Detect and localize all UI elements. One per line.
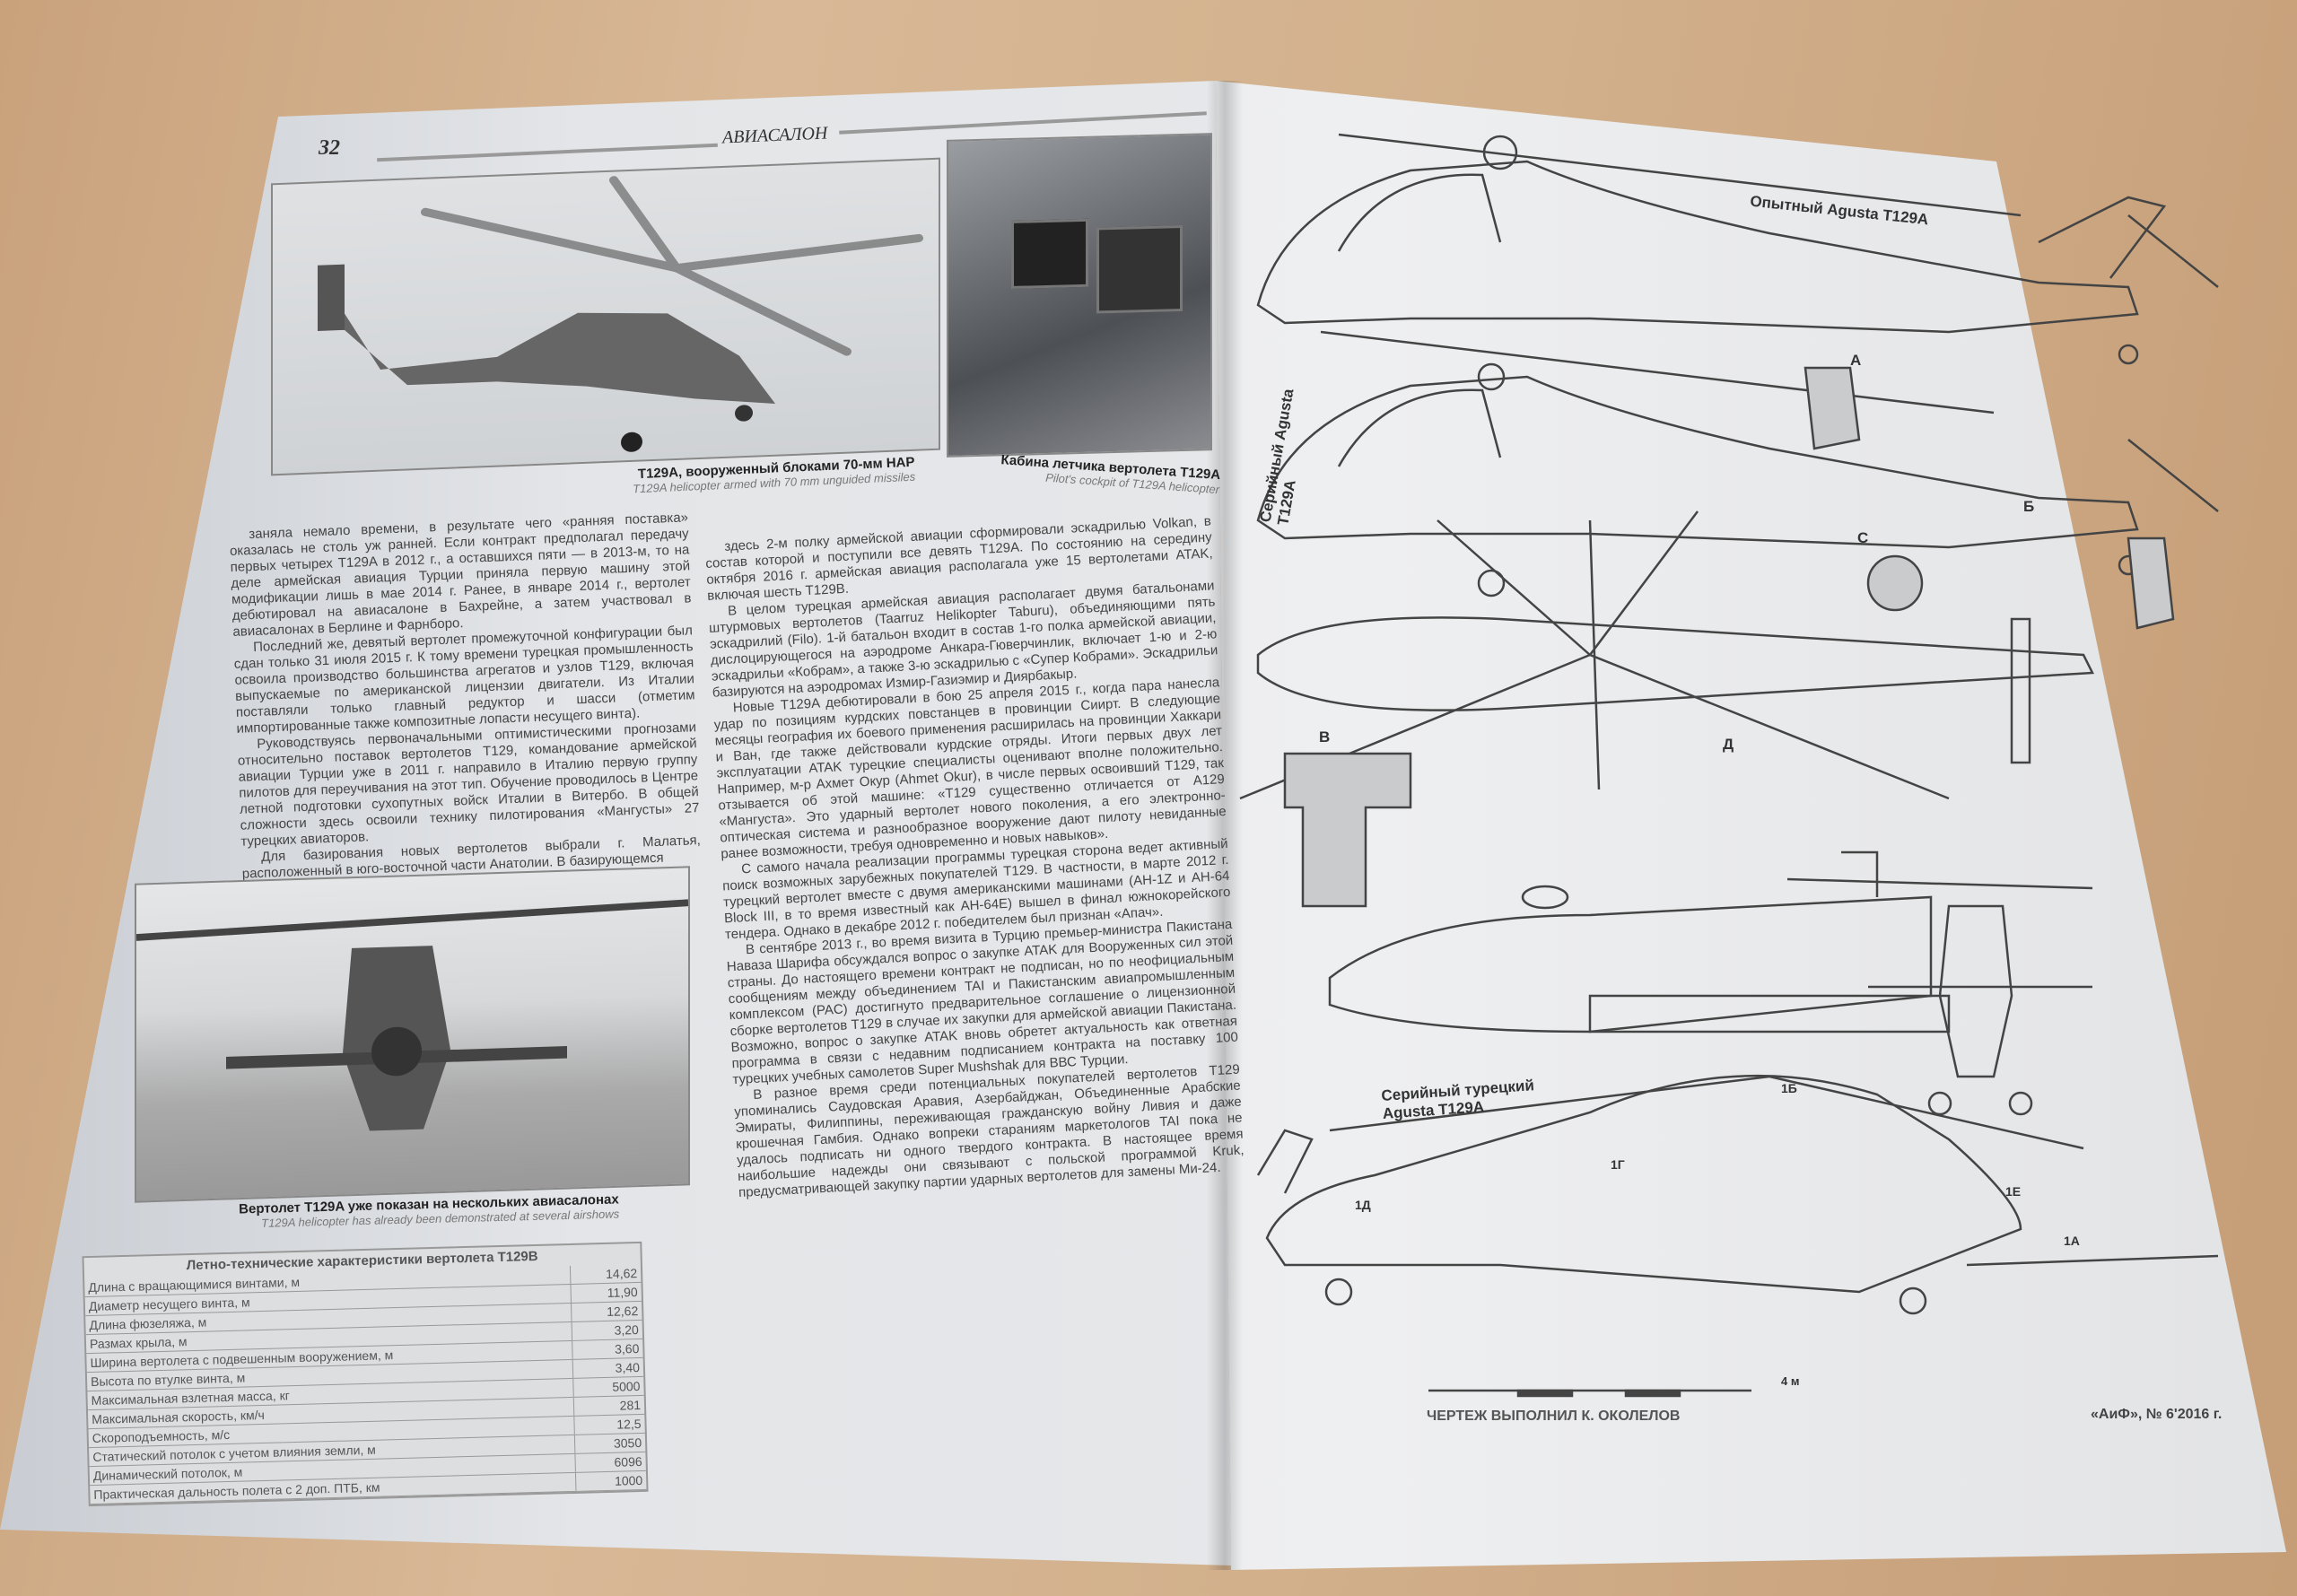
detail-letter: Б (2023, 498, 2035, 515)
drawing-credit: ЧЕРТЕЖ ВЫПОЛНИЛ К. ОКОЛЕЛОВ (1427, 1408, 1681, 1424)
section-mark: 1Б (1781, 1081, 1797, 1095)
paragraph: Последний же, девятый вертолет промежуто… (233, 623, 695, 737)
scale-bar (1428, 1389, 1751, 1398)
issue-number: «АиФ», № 6'2016 г. (2091, 1407, 2223, 1422)
prototype-side-view (1256, 133, 2219, 391)
paragraph: Руководствуясь первоначальными оптимисти… (237, 720, 700, 850)
detail-letter: Д (1723, 736, 1734, 753)
underside-view (1328, 850, 1951, 1033)
section-mark: 1Е (2005, 1184, 2022, 1199)
helicopter-silhouette (318, 176, 923, 452)
spec-value: 14,62 (570, 1263, 642, 1285)
paragraph: Новые T129A дебютировали в бою 25 апреля… (713, 675, 1227, 862)
cockpit-display (1096, 224, 1183, 314)
article-column-1: заняла немало времени, в результате чего… (229, 510, 702, 882)
spec-value: 11,90 (570, 1282, 642, 1304)
top-view (1239, 366, 2175, 908)
section-mark: 1А (2064, 1234, 2080, 1248)
spec-value: 1000 (575, 1470, 647, 1492)
spec-value: 12,5 (573, 1414, 645, 1435)
helicopter-flight-photo (271, 157, 940, 476)
spec-value: 3,40 (572, 1357, 644, 1379)
section-mark: 1Д (1355, 1198, 1371, 1212)
spec-value: 3,20 (572, 1320, 643, 1341)
cockpit-photo (947, 133, 1212, 458)
spec-value: 281 (573, 1395, 645, 1417)
helicopter-front-view (135, 899, 689, 1131)
spec-value: 6096 (574, 1452, 646, 1473)
detail-letter: С (1857, 529, 1869, 546)
paragraph: заняла немало времени, в результате чего… (229, 510, 692, 640)
scale-label: 4 м (1781, 1374, 1800, 1388)
helicopter-line-drawings (1239, 133, 2219, 1398)
helicopter-ground-photo (135, 866, 690, 1203)
spec-value: 3,60 (572, 1339, 643, 1360)
spec-table: Летно-технические характеристики вертоле… (82, 1241, 649, 1507)
serial-side-view (1256, 330, 2219, 597)
spec-value: 12,62 (571, 1301, 642, 1322)
turkish-serial-side-view (1256, 1074, 2219, 1315)
spec-value: 3050 (574, 1433, 646, 1454)
detail-letter: В (1319, 728, 1331, 746)
article-column-2: здесь 2-м полку армейской авиации сформи… (704, 513, 1245, 1201)
front-view (1786, 877, 2093, 1116)
spec-value: 5000 (572, 1376, 644, 1398)
detail-letter: А (1850, 352, 1862, 369)
cockpit-display (1011, 218, 1088, 289)
paragraph: В сентябре 2013 г., во время визита в Ту… (726, 916, 1239, 1088)
section-mark: 1Г (1611, 1157, 1625, 1172)
magazine-spine (1207, 81, 1243, 1570)
page-number: 32 (319, 136, 340, 160)
